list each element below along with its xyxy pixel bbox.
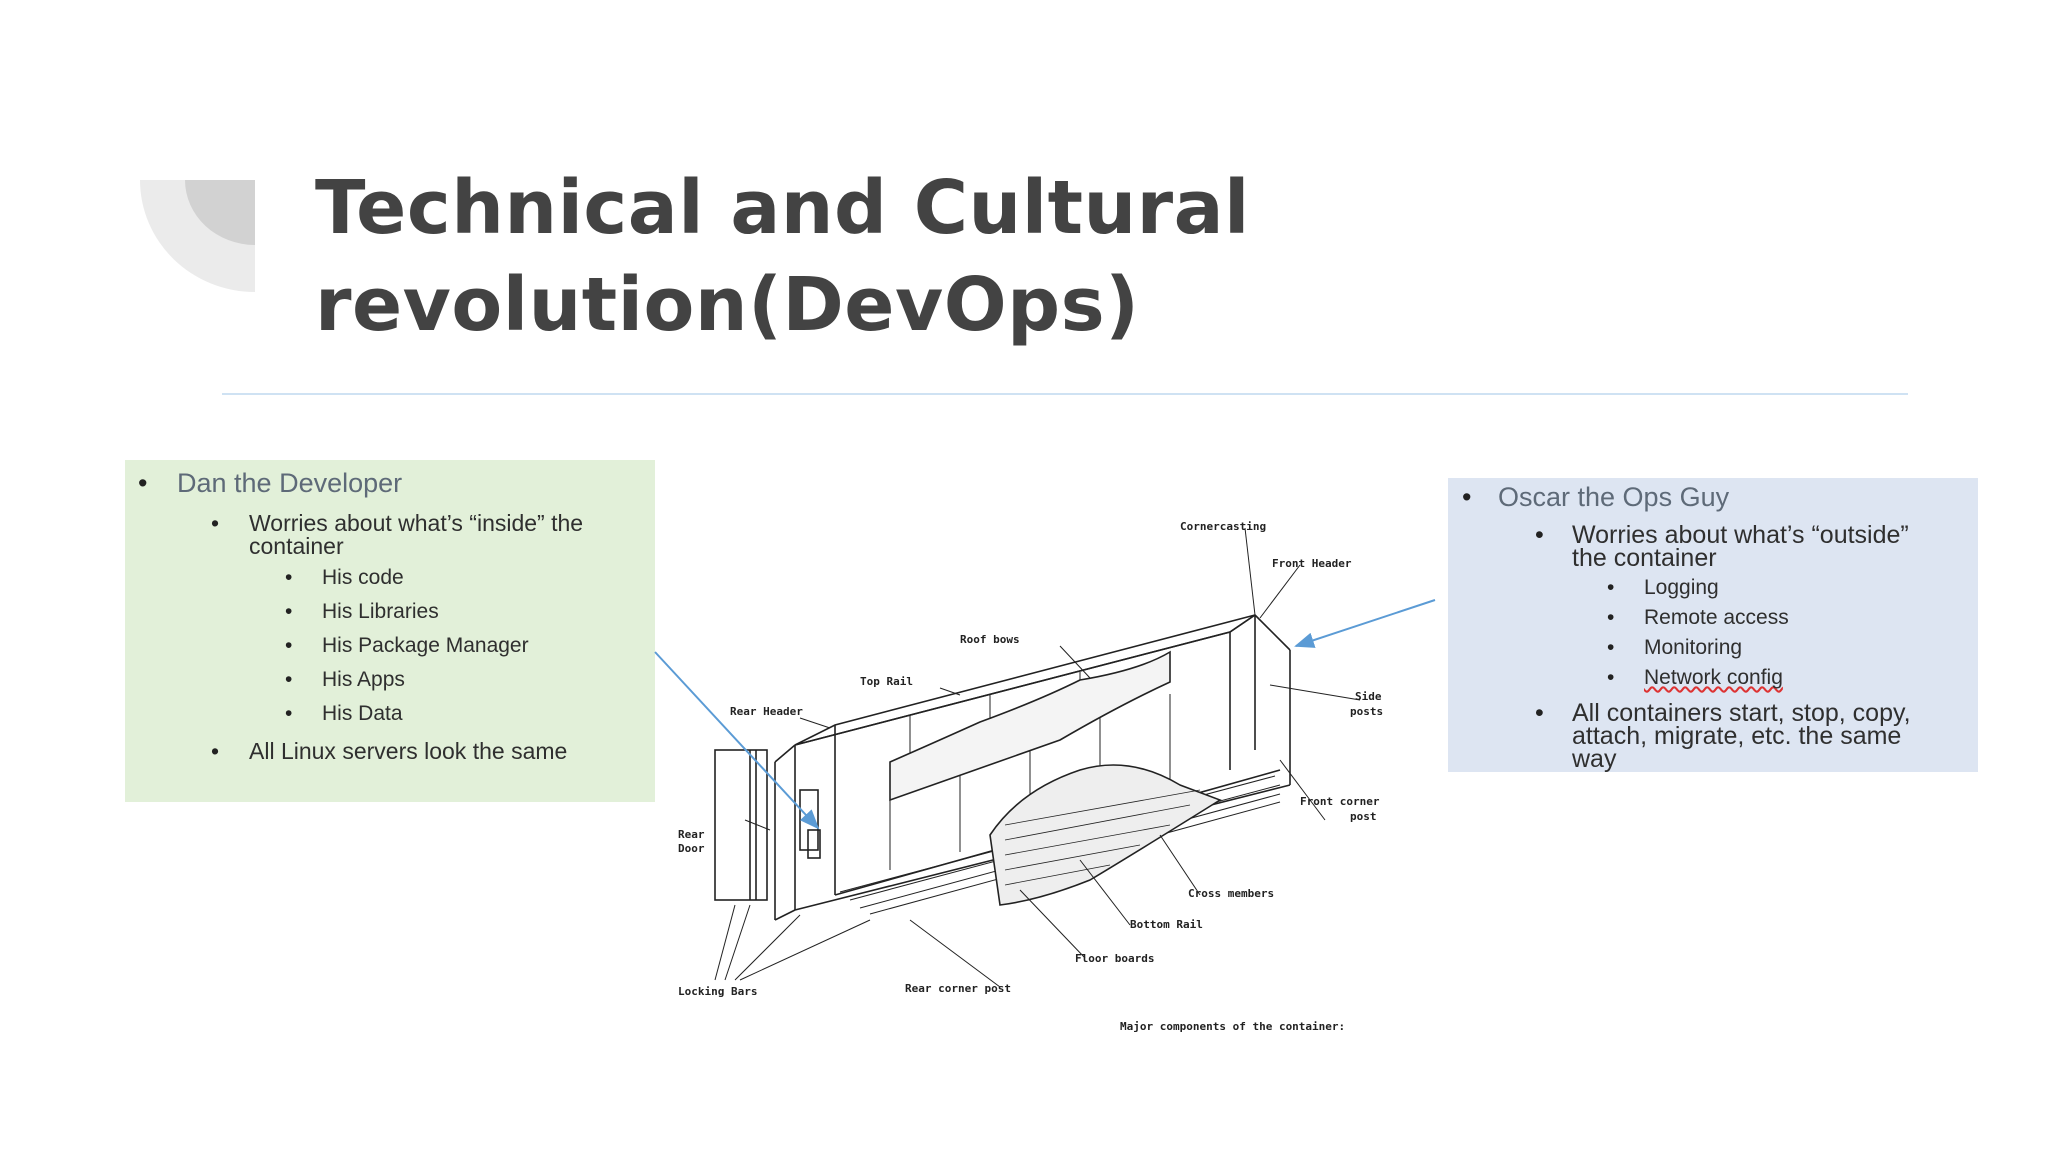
label-rear-door-line-2: Door [678, 842, 705, 855]
shipping-container-diagram: Cornercasting Front Header Roof bows Top… [678, 520, 1383, 1033]
title-divider [222, 393, 1908, 395]
diagram-caption: Major components of the container: [1120, 1020, 1345, 1033]
label-rear-door-line-1: Rear [678, 828, 705, 841]
title-line-2: revolution(DevOps) [315, 262, 1140, 348]
developer-heading: Dan the Developer [125, 460, 655, 508]
ops-item-text: Network config [1644, 666, 1783, 689]
label-front-corner-post-line-1: Front corner [1300, 795, 1380, 808]
ops-heading: Oscar the Ops Guy [1448, 478, 1978, 522]
label-bottom-rail: Bottom Rail [1130, 918, 1203, 931]
ops-closing-line-3: way [1572, 745, 1617, 773]
ops-item: Network config [1448, 666, 1978, 696]
ops-concern-line-1: Worries about what’s “outside” [1572, 521, 1909, 549]
developer-item: His Apps [125, 668, 655, 702]
label-cross-members: Cross members [1188, 887, 1274, 900]
label-cornercasting: Cornercasting [1180, 520, 1266, 533]
label-rear-header: Rear Header [730, 705, 803, 718]
slide-title: Technical and Cultural revolution(DevOps… [315, 160, 1615, 354]
ops-concern: Worries about what’s “outside” the conta… [1448, 521, 1978, 572]
label-floor-boards: Floor boards [1075, 952, 1154, 965]
title-line-1: Technical and Cultural [315, 165, 1250, 251]
ops-item: Monitoring [1448, 636, 1978, 666]
ops-concern-line-2: the container [1572, 544, 1717, 572]
developer-box: Dan the Developer Worries about what’s “… [125, 460, 655, 802]
label-front-header: Front Header [1272, 557, 1352, 570]
label-side-posts-line-2: posts [1350, 705, 1383, 718]
developer-concern: Worries about what’s “inside” the contai… [125, 512, 655, 558]
ops-closing-line-2: attach, migrate, etc. the same [1572, 722, 1902, 750]
developer-item: His Package Manager [125, 634, 655, 668]
label-side-posts-line-1: Side [1355, 690, 1382, 703]
label-locking-bars: Locking Bars [678, 985, 757, 998]
label-top-rail: Top Rail [860, 675, 913, 688]
ops-item: Logging [1448, 576, 1978, 606]
developer-concern-line-1: Worries about what’s “inside” the [249, 510, 584, 536]
ops-box: Oscar the Ops Guy Worries about what’s “… [1448, 478, 1978, 772]
corner-decoration [140, 180, 255, 292]
ops-closing-line-1: All containers start, stop, copy, [1572, 699, 1911, 727]
developer-concern-line-2: container [249, 533, 344, 559]
ops-closing: All containers start, stop, copy, attach… [1448, 699, 1978, 773]
label-front-corner-post-line-2: post [1350, 810, 1377, 823]
label-rear-corner-post: Rear corner post [905, 982, 1011, 995]
ops-item: Remote access [1448, 606, 1978, 636]
developer-closing: All Linux servers look the same [125, 740, 655, 764]
developer-item: His Data [125, 702, 655, 736]
label-roof-bows: Roof bows [960, 633, 1020, 646]
developer-item: His Libraries [125, 600, 655, 634]
developer-item: His code [125, 566, 655, 600]
